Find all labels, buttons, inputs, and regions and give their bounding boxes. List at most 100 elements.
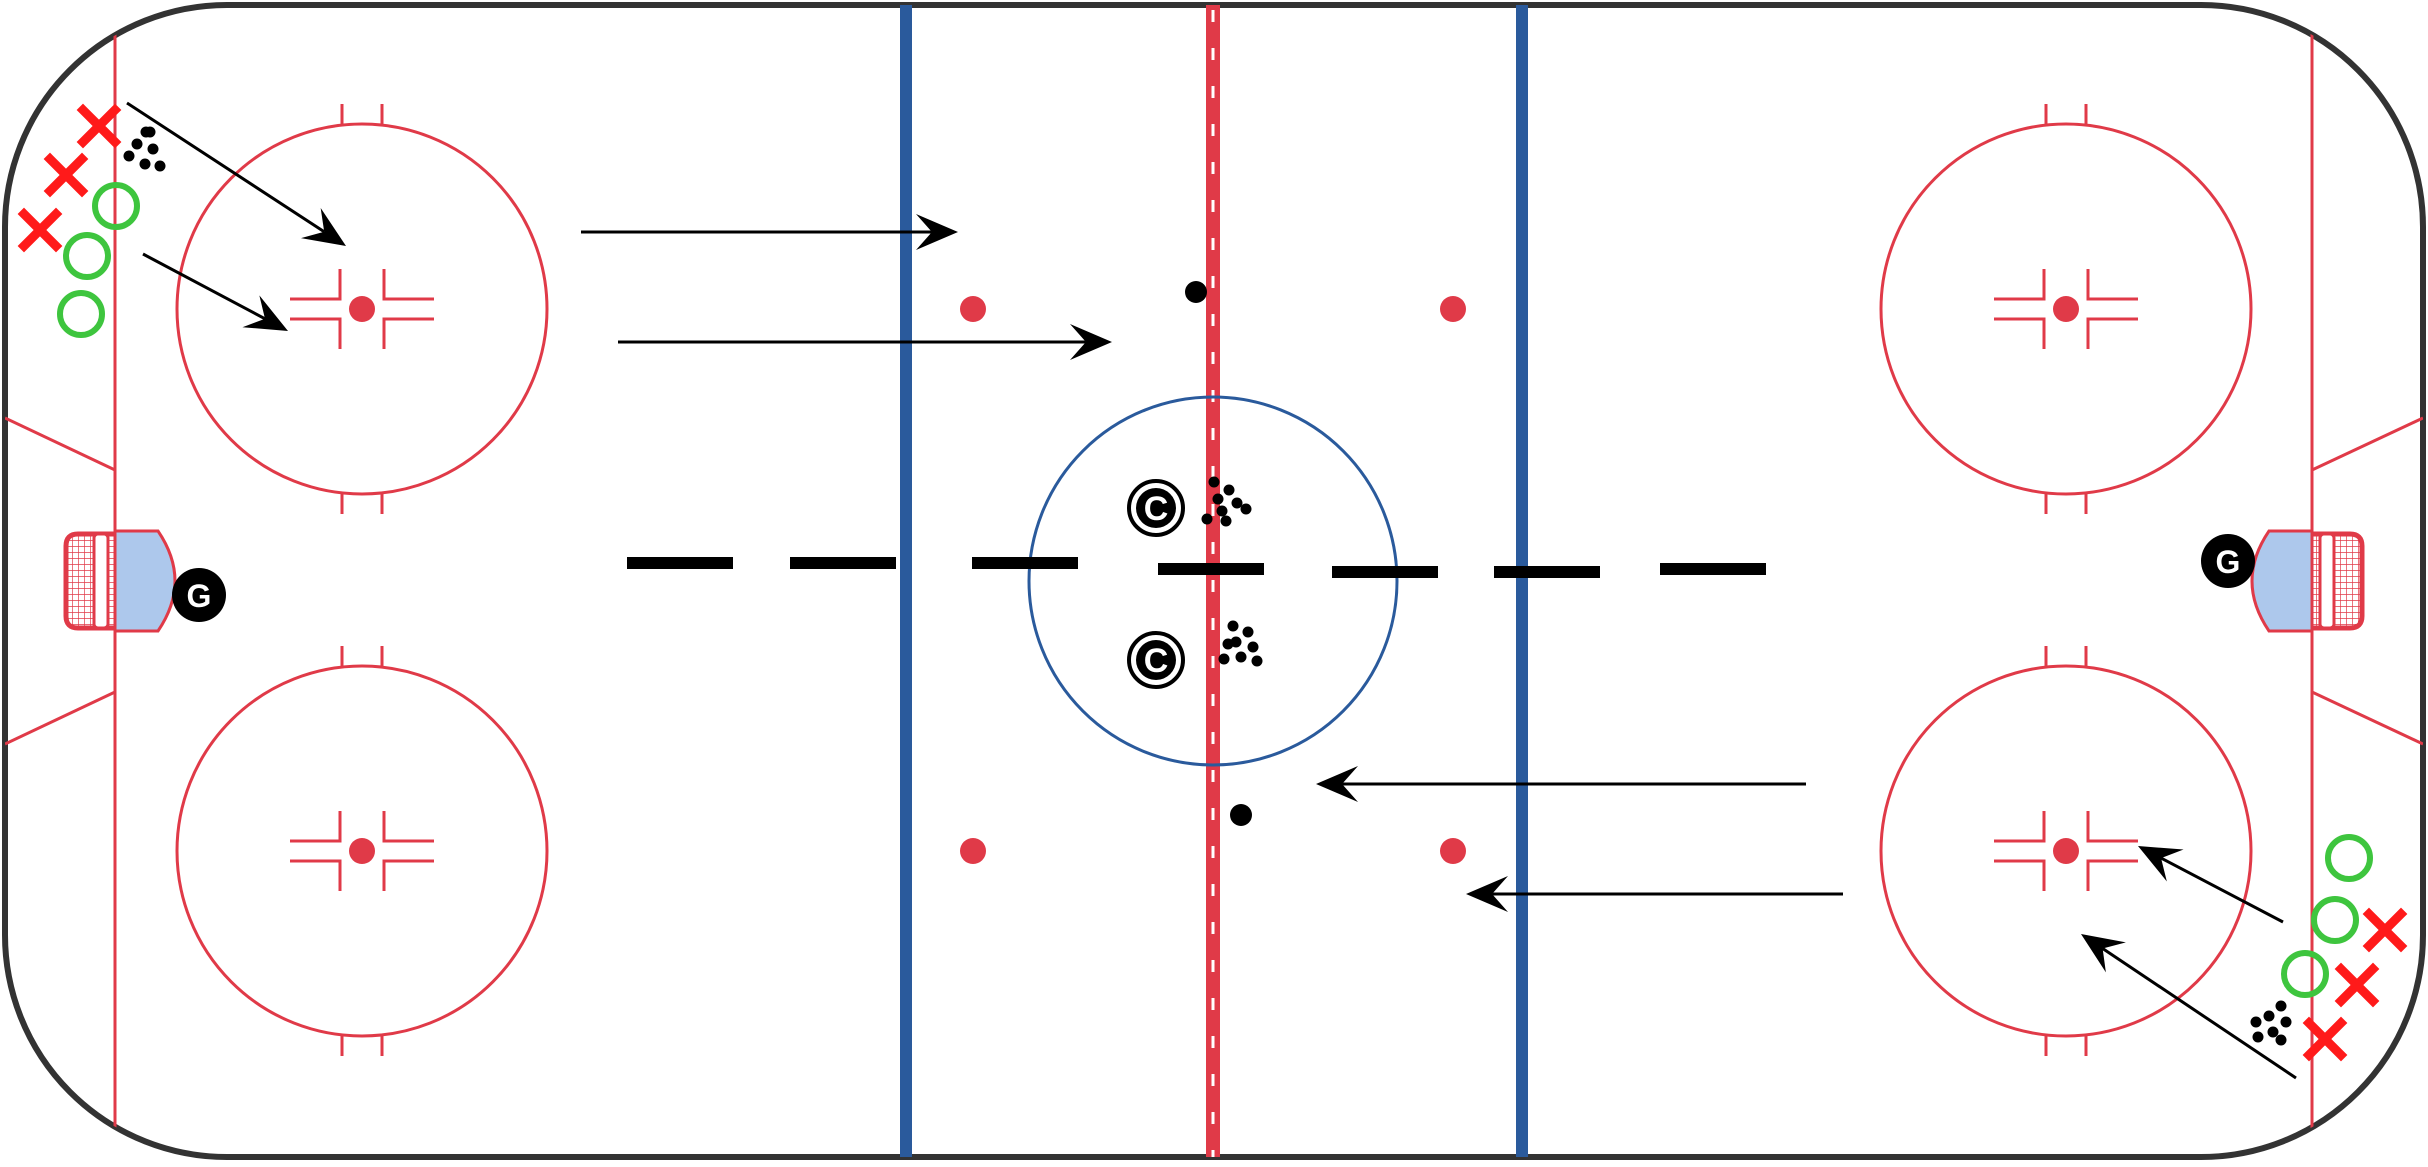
pass-arrow-icon (618, 324, 1112, 360)
arrow-shaft (2101, 947, 2297, 1080)
crease-right (2250, 529, 2314, 633)
faceoff-l-mark (290, 317, 342, 349)
faceoff-l-mark (2086, 859, 2138, 891)
faceoff-circle (175, 104, 549, 514)
faceoff-l-mark (2086, 811, 2138, 843)
player-o-icon (57, 290, 105, 338)
trapezoid-right-bottom (2311, 690, 2423, 746)
player-x-icon (43, 152, 89, 198)
neutral-dot (1440, 838, 1466, 864)
puck (1223, 484, 1235, 496)
pass-arrow-icon (581, 214, 958, 250)
neutral-zone-dots (960, 296, 1466, 864)
faceoff-dot (349, 296, 375, 322)
pass-arrow-icon (1316, 766, 1806, 802)
arrow-head (1316, 766, 1358, 802)
puck (2263, 1010, 2275, 1022)
player-x-icon (2362, 907, 2408, 953)
puck (1247, 641, 1259, 653)
goalie-label: G (187, 578, 212, 614)
blue-line-left (900, 5, 912, 1157)
arrow-head (1070, 324, 1112, 360)
pass-arrow-icon (1466, 876, 1843, 912)
puck-piles (123, 126, 2292, 1046)
faceoff-l-mark (382, 269, 434, 301)
faceoff-circle (1879, 104, 2253, 514)
player-o-icon (92, 182, 140, 230)
puck (1216, 505, 1228, 517)
goalie-icon: G (172, 568, 226, 622)
faceoff-l-mark (382, 811, 434, 843)
right-goal (2250, 529, 2365, 633)
faceoff-l-mark (1994, 269, 2046, 301)
faceoff-l-mark (290, 811, 342, 843)
pass-arrow-icon (126, 101, 346, 246)
trapezoid-right-top (2311, 416, 2423, 472)
faceoff-l-mark (2086, 269, 2138, 301)
arrow-head (2081, 934, 2126, 973)
coach-icon: C (1127, 631, 1185, 689)
puck (2280, 1016, 2292, 1028)
neutral-dot (960, 838, 986, 864)
puck (147, 143, 159, 155)
faceoff-l-mark (1994, 811, 2046, 843)
puck-pile-icon (1218, 620, 1263, 667)
faceoff-l-mark (382, 317, 434, 349)
left-goal (63, 529, 177, 633)
player-x-icon (2302, 1016, 2348, 1062)
puck (1240, 503, 1252, 515)
puck (2275, 1034, 2287, 1046)
faceoff-ring (175, 664, 549, 1038)
goalie-label: G (2216, 544, 2241, 580)
faceoff-ring (1879, 664, 2253, 1038)
pass-arrow-icon (2138, 846, 2284, 924)
faceoff-l-mark (2086, 317, 2138, 349)
puck-pile-icon (123, 126, 166, 172)
puck (2252, 1031, 2264, 1043)
puck (2275, 1000, 2287, 1012)
arrow-head (300, 207, 346, 246)
puck (1222, 638, 1234, 650)
faceoff-circle (1879, 646, 2253, 1056)
neutral-dot (1440, 296, 1466, 322)
puck (1220, 515, 1232, 527)
trapezoid-left-bottom (5, 690, 116, 746)
arrow-shaft (2160, 856, 2284, 924)
puck (2250, 1016, 2262, 1028)
puck-pile-icon (1201, 476, 1252, 527)
faceoff-l-mark (382, 859, 434, 891)
faceoff-l-mark (1994, 317, 2046, 349)
goalie-icon: G (2201, 534, 2255, 588)
puck (131, 138, 143, 150)
pass-arrow-icon (142, 252, 288, 331)
arrow-shaft (142, 252, 266, 321)
faceoff-dot (349, 838, 375, 864)
coach-label: C (1144, 490, 1169, 528)
puck (1212, 493, 1224, 505)
puck (1218, 653, 1230, 665)
faceoff-dot (2053, 296, 2079, 322)
net-post-right (2318, 532, 2336, 630)
puck-pile-icon (2250, 1000, 2292, 1046)
arrow-head (242, 295, 288, 331)
dashed-center-marker (627, 557, 1766, 578)
puck (154, 160, 166, 172)
puck (2267, 1026, 2279, 1038)
puck (1208, 476, 1220, 488)
puck (144, 126, 156, 138)
faceoff-l-mark (290, 269, 342, 301)
pass-arrows (126, 101, 2297, 1080)
puck (123, 150, 135, 162)
puck (1201, 513, 1213, 525)
puck (1227, 620, 1239, 632)
player-o-icon (2325, 834, 2373, 882)
player-x-icon (17, 207, 63, 253)
faceoff-l-mark (1994, 859, 2046, 891)
puck (139, 158, 151, 170)
players (17, 103, 2408, 1062)
player-o-icon (2281, 950, 2329, 998)
faceoff-l-mark (290, 859, 342, 891)
arrow-shaft (126, 101, 326, 234)
